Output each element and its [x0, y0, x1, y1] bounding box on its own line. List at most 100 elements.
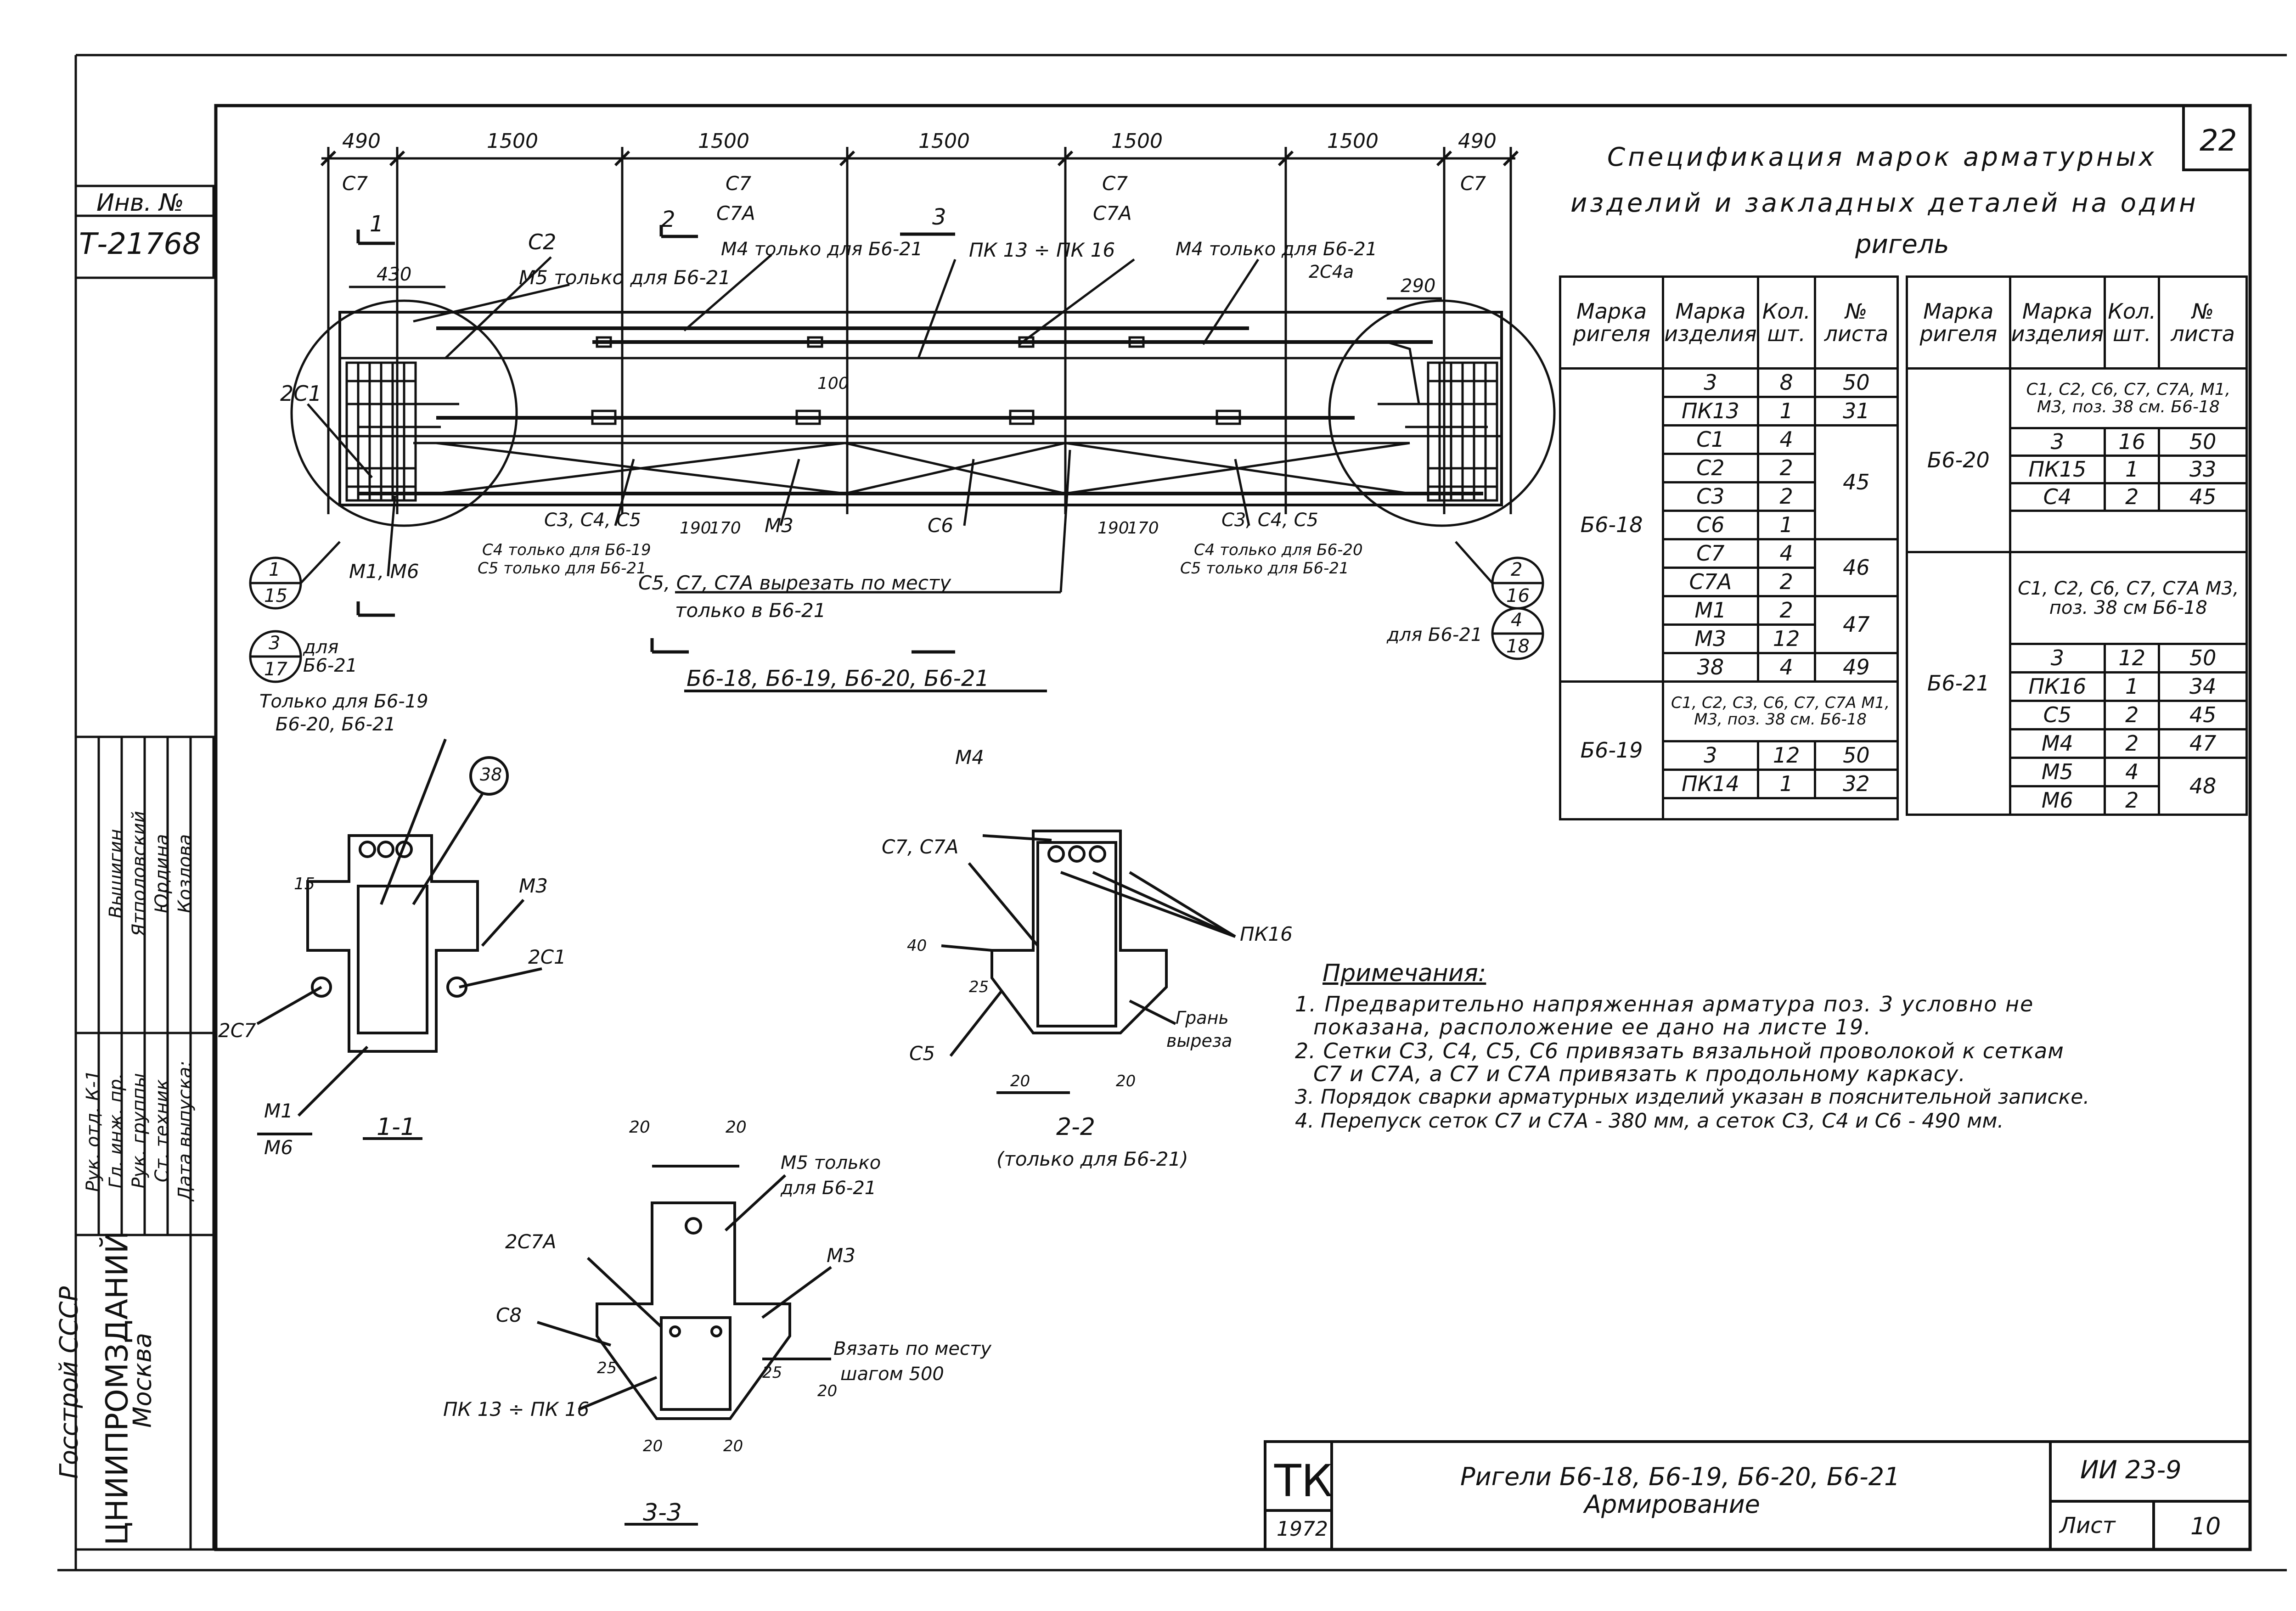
- s11-m6: М6: [264, 1136, 293, 1159]
- label-c5-only-left: С5 только для Б6-21: [478, 559, 647, 578]
- spec-cell: 3: [2009, 427, 2106, 457]
- s33-m5-1: М5 только: [781, 1152, 881, 1173]
- spec-cell: 38: [1662, 652, 1759, 683]
- label-c7a-mid1: С7А: [716, 202, 755, 225]
- label-c4-only-right: С4 только для Б6-20: [1194, 541, 1363, 559]
- s22-c7c7a: С7, С7А: [882, 836, 959, 858]
- label-sec3: 3: [932, 204, 946, 230]
- s22-m4: М4: [955, 746, 984, 769]
- label-sec1: 1: [370, 211, 384, 237]
- s33-2c7a: 2С7А: [505, 1230, 557, 1253]
- spec-table-right: Марка ригеля Марка изделия Кол. шт. № ли…: [1906, 275, 2248, 816]
- section-3-3: [537, 1165, 832, 1526]
- label-c7-mid2: С7: [1102, 172, 1128, 195]
- spec-cell: 45: [2158, 700, 2248, 730]
- s11-title: 1-1: [377, 1113, 416, 1141]
- dim-1500-3: 1500: [918, 129, 970, 153]
- s33-dim-20a: 20: [629, 1118, 650, 1137]
- spec-cell: 3: [1662, 740, 1759, 771]
- s22-title: 2-2: [1056, 1113, 1095, 1141]
- spec-cell: С7А: [1662, 567, 1759, 597]
- spec-mark-b620: Б6-20: [1906, 367, 2011, 553]
- label-m4-only-2: М4 только для Б6-21: [1176, 239, 1378, 260]
- stamp-role-3: Рук. группы: [129, 1073, 150, 1189]
- spec-hdr-item: Марка изделия: [1662, 275, 1759, 370]
- inv-label: Инв. №: [96, 189, 184, 217]
- s11-dim-15: 15: [294, 875, 315, 893]
- spec-cell: 2: [2104, 482, 2161, 512]
- s11-only-for-1: Только для Б6-19: [259, 691, 428, 712]
- ref-1-15-bot: 15: [264, 585, 287, 606]
- spec-cell: 2: [2104, 700, 2161, 730]
- drawing-frame: [214, 104, 2252, 1551]
- spec-cell: 50: [1813, 367, 1899, 398]
- spec-cell: С6: [1662, 510, 1759, 540]
- spec-cell: 2: [1756, 595, 1816, 626]
- spec-cell: ПК14: [1662, 769, 1759, 799]
- spec-hdr-mark-r: Марка ригеля: [1906, 275, 2011, 370]
- stamp-name-4: Козлова: [174, 834, 196, 914]
- label-cut-note-1: С5, С7, С7А вырезать по месту: [638, 572, 951, 594]
- ref-4-18-top: 4: [1511, 610, 1523, 631]
- ref-4-18-bot: 18: [1506, 636, 1530, 657]
- s11-2c7: 2С7: [218, 1019, 256, 1042]
- detail-circle-right: [1328, 299, 1556, 527]
- s22-c5: С5: [909, 1042, 935, 1065]
- label-c4-only-left: С4 только для Б6-19: [482, 541, 651, 559]
- s22-dim-20a: 20: [1010, 1072, 1030, 1090]
- spec-cell: 3: [2009, 643, 2106, 674]
- label-m3: М3: [765, 514, 793, 537]
- spec-cell: 12: [1756, 623, 1816, 654]
- spec-cell: 2: [2104, 785, 2161, 816]
- spec-cell: 46: [1813, 538, 1899, 597]
- s11-m1: М1: [264, 1100, 293, 1122]
- spec-title-3: ригель: [1855, 230, 1949, 259]
- spec-cell: М1: [1662, 595, 1759, 626]
- spec-cell: 12: [1756, 740, 1816, 771]
- spec-cell: 33: [2158, 455, 2248, 484]
- ref-3-17-top: 3: [269, 633, 281, 654]
- spec-note-b619: С1, С2, С3, С6, С7, С7А М1, М3, поз. 38 …: [1662, 680, 1899, 742]
- spec-cell: 45: [1813, 424, 1899, 540]
- label-c6: С6: [928, 514, 954, 537]
- label-c7-mid1: С7: [726, 172, 752, 195]
- s33-dim-25b: 25: [762, 1364, 782, 1382]
- spec-cell: 2: [2104, 728, 2161, 759]
- note-line-2: показана, расположение ее дано на листе …: [1313, 1015, 1872, 1039]
- s33-dim-20c: 20: [817, 1382, 838, 1400]
- dim-170b: 170: [1127, 519, 1159, 538]
- stamp-role-1: Рук. отд. К-1: [83, 1069, 104, 1192]
- note-line-5: 3. Порядок сварки арматурных изделий ука…: [1295, 1085, 2090, 1109]
- spec-cell: 4: [1756, 538, 1816, 569]
- spec-cell: С3: [1662, 481, 1759, 512]
- s22-dim-20b: 20: [1116, 1072, 1136, 1090]
- spec-cell: 32: [1813, 769, 1899, 799]
- s33-dim-20e: 20: [723, 1437, 743, 1455]
- left-stamp: [74, 185, 215, 1551]
- spec-cell: 49: [1813, 652, 1899, 683]
- label-c7-right: С7: [1460, 172, 1486, 195]
- spec-cell: 2: [1756, 481, 1816, 512]
- s11-m3: М3: [519, 875, 548, 897]
- stamp-name-2: Ятполовский: [129, 811, 150, 937]
- dim-490-left: 490: [342, 129, 381, 153]
- section-1-1: [256, 738, 542, 1140]
- spec-cell: ПК13: [1662, 396, 1759, 427]
- spec-cell: 48: [2158, 757, 2248, 816]
- dim-170a: 170: [709, 519, 741, 538]
- dim-190b: 190: [1097, 519, 1129, 538]
- dim-190a: 190: [680, 519, 711, 538]
- tb-title-1: Ригели Б6-18, Б6-19, Б6-20, Б6-21: [1460, 1462, 1900, 1491]
- stamp-name-3: Юрдина: [152, 834, 173, 914]
- stamp-org-1: Госстрой СССР: [54, 1286, 84, 1479]
- dim-430: 430: [377, 264, 412, 285]
- label-c3c4c5-right: С3, С4, С5: [1221, 510, 1318, 531]
- s33-tie-2: шагом 500: [840, 1364, 944, 1385]
- spec-cell: 34: [2158, 671, 2248, 702]
- spec-cell: С5: [2009, 700, 2106, 730]
- label-c2: С2: [528, 230, 557, 254]
- s22-dim-25: 25: [969, 978, 989, 996]
- dim-1500-1: 1500: [487, 129, 538, 153]
- label-cut-note-2: только в Б6-21: [675, 599, 826, 622]
- label-2c1: 2С1: [280, 381, 322, 406]
